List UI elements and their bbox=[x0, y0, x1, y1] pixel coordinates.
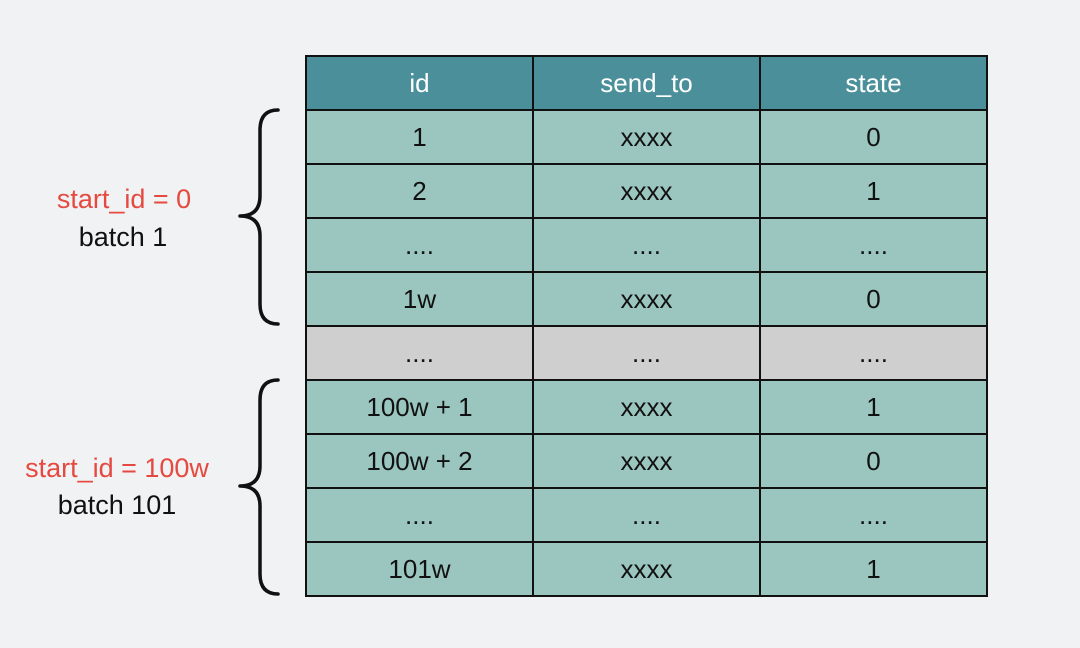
cell-send-to: xxxx bbox=[532, 541, 761, 597]
cell-state: 1 bbox=[759, 379, 988, 435]
cell-id: .... bbox=[305, 325, 534, 381]
cell-state: 1 bbox=[759, 541, 988, 597]
cell-id: 2 bbox=[305, 163, 534, 219]
cell-id: 100w + 2 bbox=[305, 433, 534, 489]
cell-id: 1w bbox=[305, 271, 534, 327]
table-row: 2 xxxx 1 bbox=[305, 163, 988, 219]
cell-send-to: xxxx bbox=[532, 379, 761, 435]
cell-state: 0 bbox=[759, 109, 988, 165]
column-header-state: state bbox=[759, 55, 988, 111]
batch-1-start-label: start_id = 0 bbox=[56, 184, 192, 214]
table-row: 101w xxxx 1 bbox=[305, 541, 988, 597]
batch-101-brace bbox=[238, 378, 280, 596]
cell-send-to: xxxx bbox=[532, 109, 761, 165]
table-header-row: id send_to state bbox=[305, 55, 988, 111]
cell-send-to: .... bbox=[532, 487, 761, 543]
cell-state: 0 bbox=[759, 433, 988, 489]
table-row: 100w + 1 xxxx 1 bbox=[305, 379, 988, 435]
column-header-send-to: send_to bbox=[532, 55, 761, 111]
cell-state: .... bbox=[759, 217, 988, 273]
cell-state: .... bbox=[759, 325, 988, 381]
table-row: .... .... .... bbox=[305, 487, 988, 543]
cell-send-to: .... bbox=[532, 325, 761, 381]
table-gap-row: .... .... .... bbox=[305, 325, 988, 381]
cell-id: .... bbox=[305, 217, 534, 273]
table-row: .... .... .... bbox=[305, 217, 988, 273]
cell-state: .... bbox=[759, 487, 988, 543]
batch-1-brace bbox=[238, 108, 280, 326]
table-row: 100w + 2 xxxx 0 bbox=[305, 433, 988, 489]
cell-send-to: xxxx bbox=[532, 163, 761, 219]
batch-1-name-label: batch 1 bbox=[78, 222, 168, 252]
cell-state: 0 bbox=[759, 271, 988, 327]
cell-send-to: .... bbox=[532, 217, 761, 273]
column-header-id: id bbox=[305, 55, 534, 111]
cell-state: 1 bbox=[759, 163, 988, 219]
batch-101-name-label: batch 101 bbox=[57, 490, 177, 520]
cell-id: 101w bbox=[305, 541, 534, 597]
cell-id: 1 bbox=[305, 109, 534, 165]
table-row: 1w xxxx 0 bbox=[305, 271, 988, 327]
cell-send-to: xxxx bbox=[532, 271, 761, 327]
batch-101-start-label: start_id = 100w bbox=[25, 453, 209, 483]
cell-id: .... bbox=[305, 487, 534, 543]
records-table: id send_to state 1 xxxx 0 2 xxxx 1 .... … bbox=[305, 55, 988, 597]
cell-send-to: xxxx bbox=[532, 433, 761, 489]
cell-id: 100w + 1 bbox=[305, 379, 534, 435]
table-row: 1 xxxx 0 bbox=[305, 109, 988, 165]
